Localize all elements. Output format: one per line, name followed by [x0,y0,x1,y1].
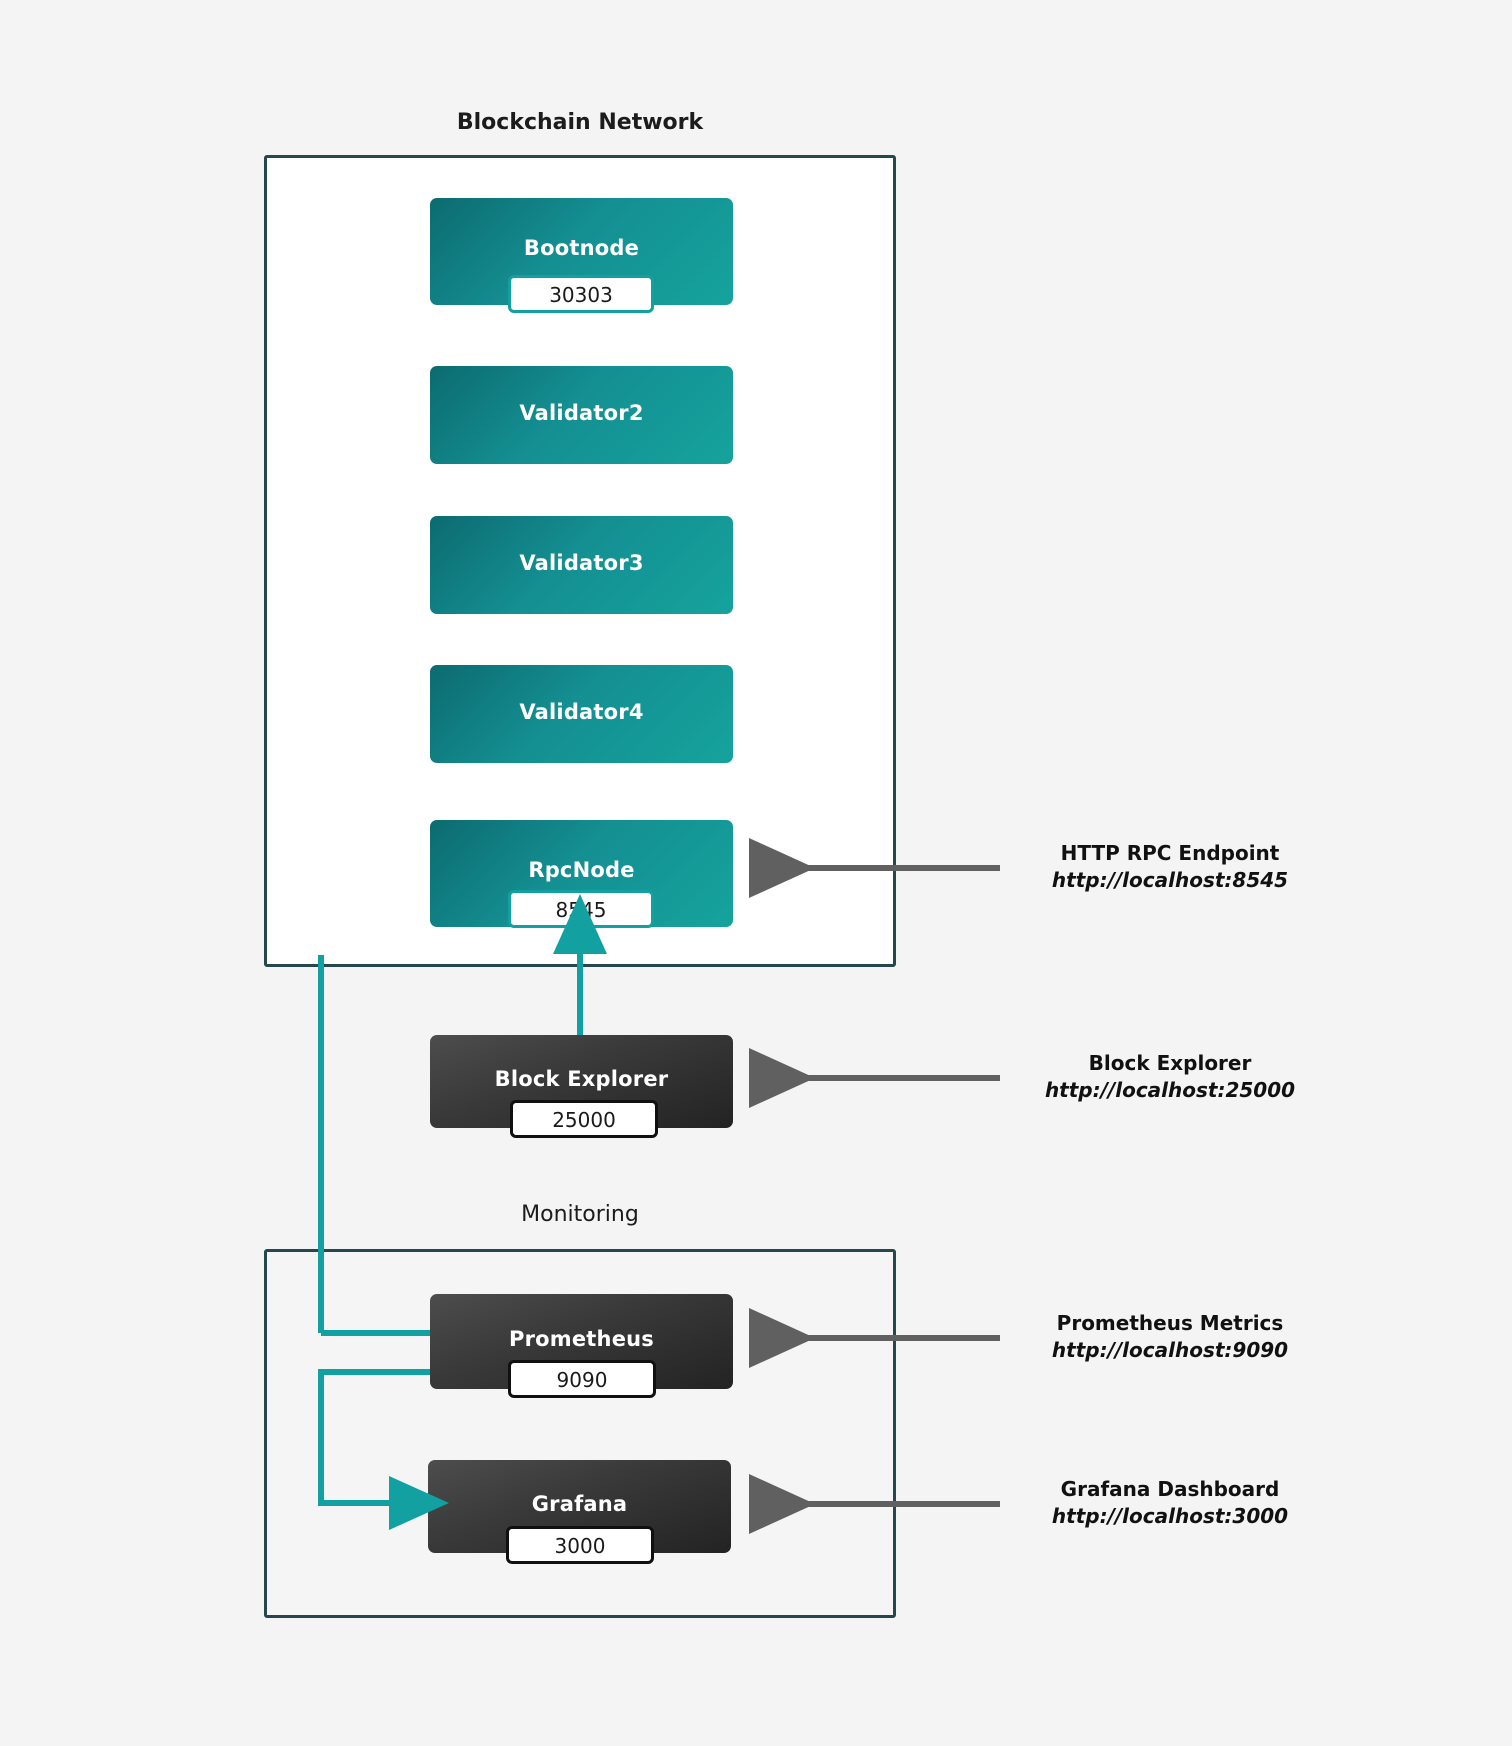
node-bootnode-label: Bootnode [523,236,640,260]
node-validator4-label: Validator4 [519,700,644,724]
annotation-arrows [749,838,1000,1534]
node-grafana-label: Grafana [531,1492,628,1516]
group-title-monitoring: Monitoring [521,1202,639,1227]
annotation-prometheus-url: http://localhost:9090 [1051,1338,1289,1362]
port-badge-prometheus: 9090 [508,1360,656,1398]
node-validator3-label: Validator3 [519,551,644,575]
node-validator4[interactable]: Validator4 [430,665,733,763]
node-validator2[interactable]: Validator2 [430,366,733,464]
annotation-rpc-endpoint-url: http://localhost:8545 [1051,868,1289,892]
port-badge-block-explorer: 25000 [510,1100,658,1138]
node-validator2-label: Validator2 [519,401,644,425]
annotation-grafana-title: Grafana Dashboard [1060,1477,1280,1501]
annotation-grafana-url: http://localhost:3000 [1051,1504,1289,1528]
group-title-blockchain-network: Blockchain Network [456,110,704,135]
node-block-explorer-label: Block Explorer [494,1067,669,1091]
port-badge-grafana: 3000 [506,1526,654,1564]
annotation-prometheus: Prometheus Metrics http://localhost:9090 [1020,1310,1320,1364]
port-badge-bootnode: 30303 [508,275,654,313]
node-rpcnode-label: RpcNode [528,858,635,882]
annotation-block-explorer: Block Explorer http://localhost:25000 [1020,1050,1320,1104]
annotation-block-explorer-url: http://localhost:25000 [1044,1078,1296,1102]
node-prometheus[interactable]: Prometheus [430,1294,733,1389]
teal-trunk-overlay [318,894,607,1530]
annotation-rpc-endpoint: HTTP RPC Endpoint http://localhost:8545 [1020,840,1320,894]
annotation-grafana: Grafana Dashboard http://localhost:3000 [1020,1476,1320,1530]
annotation-prometheus-title: Prometheus Metrics [1056,1311,1284,1335]
node-prometheus-label: Prometheus [509,1327,654,1351]
annotation-block-explorer-title: Block Explorer [1088,1051,1252,1075]
node-validator3[interactable]: Validator3 [430,516,733,614]
annotation-rpc-endpoint-title: HTTP RPC Endpoint [1060,841,1280,865]
